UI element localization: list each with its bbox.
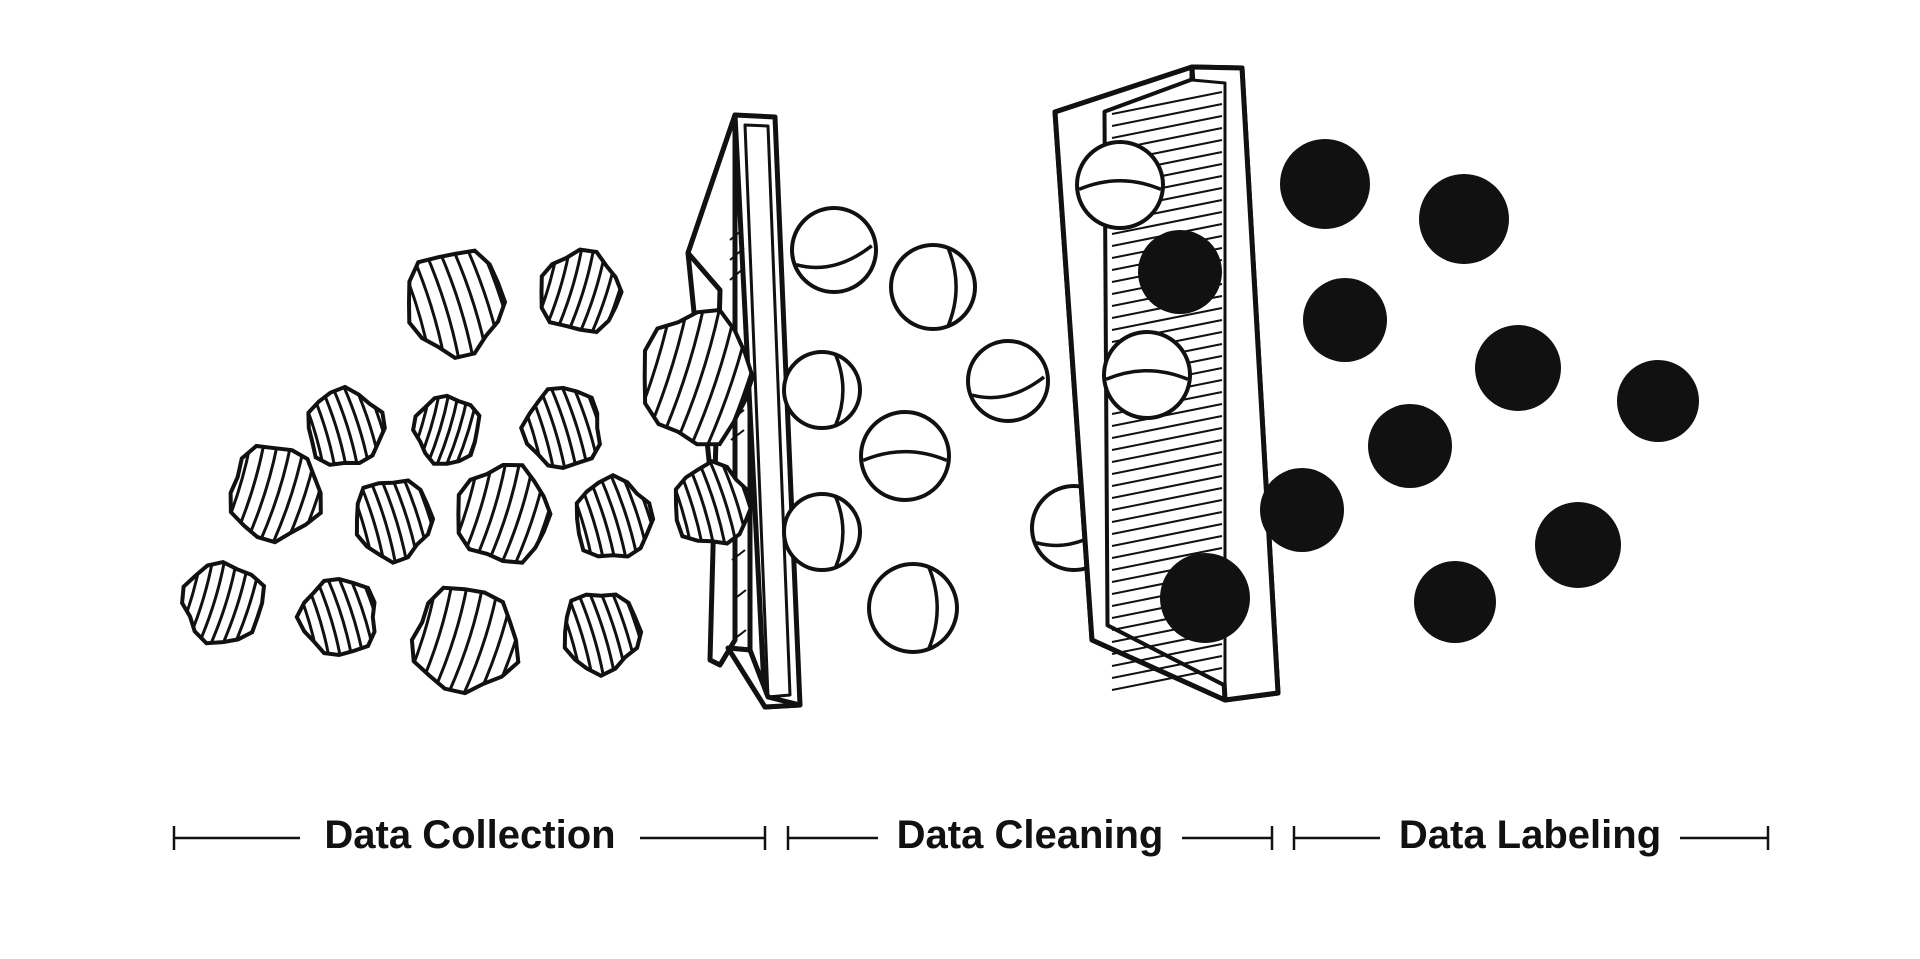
raw-blob (539, 247, 624, 335)
raw-blob (574, 472, 656, 559)
filter-circles (1075, 140, 1250, 643)
filter-circle (1102, 330, 1192, 420)
cleaned-circle (782, 350, 862, 430)
cleaned-circle (867, 562, 959, 654)
raw-blob (410, 393, 482, 466)
stage-bracket-collection (172, 826, 767, 850)
raw-blob (180, 559, 267, 646)
raw-blob (354, 478, 436, 565)
labeled-dot (1368, 404, 1452, 488)
raw-data-blobs (180, 247, 656, 696)
stage-label-collection: Data Collection (324, 813, 615, 857)
stage-bracket-cleaning (786, 826, 1274, 850)
stage-label-cleaning: Data Cleaning (897, 813, 1164, 857)
labeled-dot (1260, 468, 1344, 552)
raw-blob (306, 384, 387, 467)
labeled-dot (1414, 561, 1496, 643)
raw-blob (406, 248, 508, 361)
raw-blob (562, 592, 644, 679)
filter-circle (1075, 140, 1165, 230)
cleaned-circle (859, 410, 951, 502)
cleaned-circle (782, 492, 862, 572)
cleaned-circle (790, 206, 878, 294)
raw-blob (456, 462, 553, 565)
labeled-dot (1160, 553, 1250, 643)
stage-bracket-labeling (1292, 826, 1770, 850)
labeled-data-dots (1260, 139, 1699, 643)
labeled-dot (1303, 278, 1387, 362)
raw-blob (518, 385, 602, 470)
labeled-dot (1535, 502, 1621, 588)
cleaned-circle (889, 243, 977, 331)
raw-blob (409, 585, 521, 696)
labeled-dot (1419, 174, 1509, 264)
cleaned-circle (966, 339, 1050, 423)
raw-blob (294, 576, 377, 658)
stage-label-labeling: Data Labeling (1399, 813, 1661, 857)
labeled-dot (1280, 139, 1370, 229)
labeled-dot (1138, 230, 1222, 314)
labeled-dot (1475, 325, 1561, 411)
labeled-dot (1617, 360, 1699, 442)
